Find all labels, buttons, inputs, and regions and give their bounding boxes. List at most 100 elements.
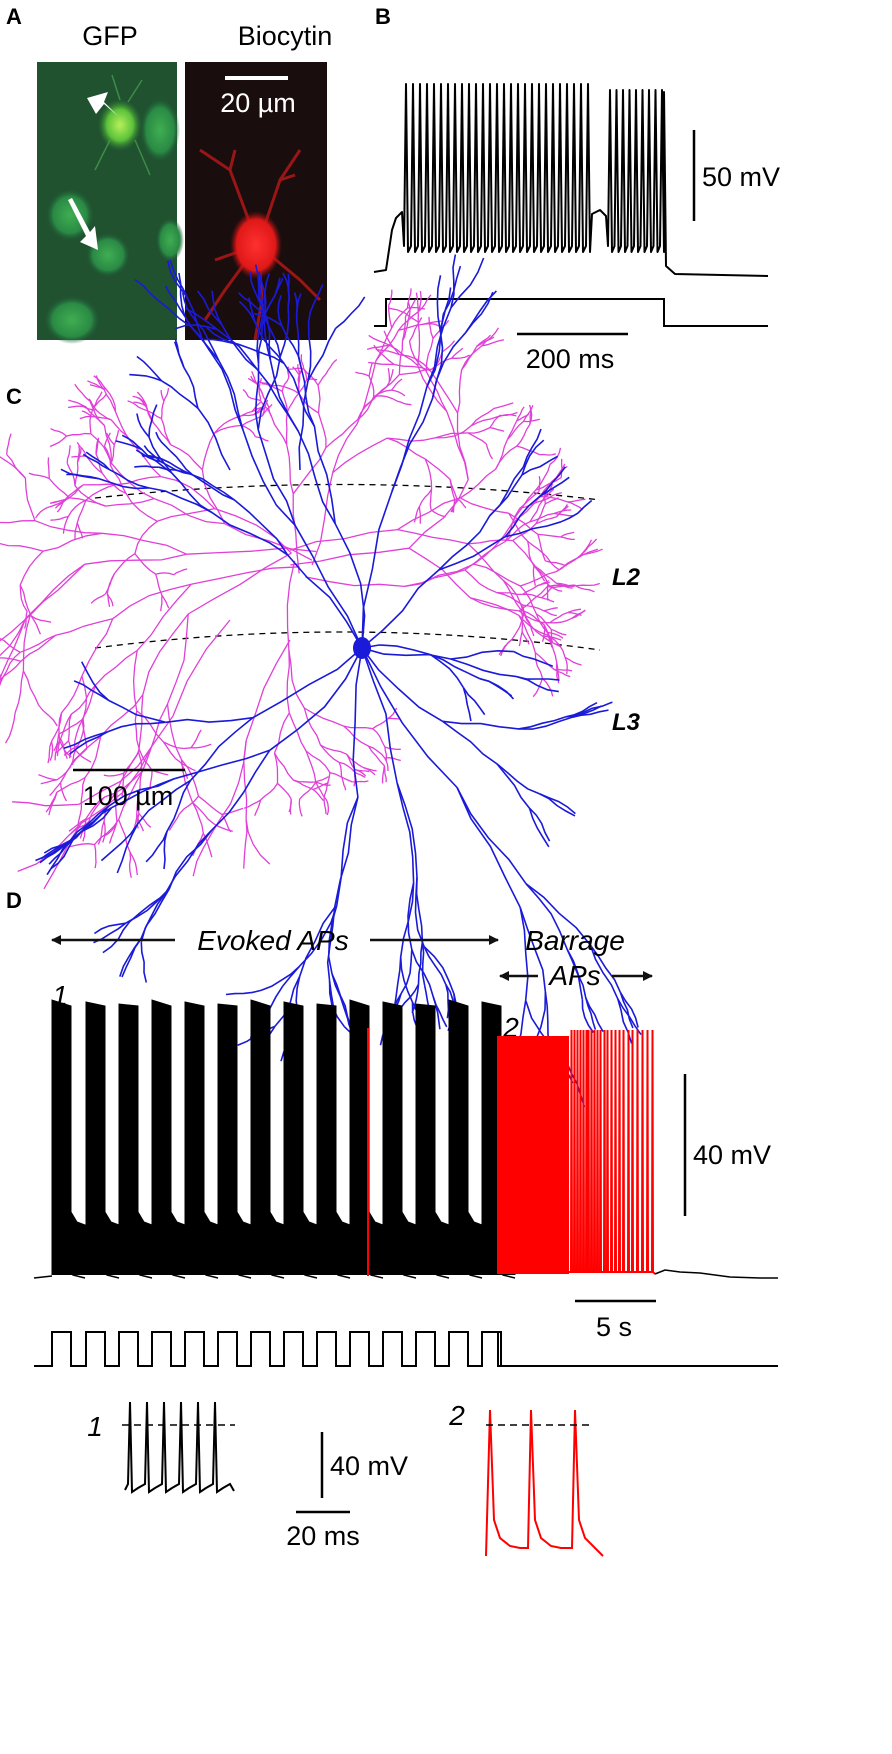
neurite-segment <box>424 458 451 480</box>
neurite-segment <box>418 488 433 507</box>
neurite-segment <box>286 393 299 413</box>
neurite-segment <box>516 424 531 447</box>
neurite-segment <box>162 741 182 764</box>
neurite-segment <box>22 614 31 671</box>
neurite-segment <box>55 618 113 636</box>
neurite-segment <box>504 496 540 538</box>
neurite-segment <box>553 512 574 517</box>
panel-a-label: A <box>6 4 22 29</box>
neurite-segment <box>335 296 366 329</box>
neurite-segment <box>173 341 185 368</box>
neurite-segment <box>95 649 138 686</box>
neurite-segment <box>2 651 21 678</box>
neurite-segment <box>317 385 321 413</box>
neurite-segment <box>68 399 87 408</box>
neurite-segment <box>49 435 67 448</box>
neurite-segment <box>136 813 140 829</box>
neurite-segment <box>388 368 394 383</box>
neurite-segment <box>479 677 515 700</box>
neurite-segment <box>180 762 196 772</box>
neurite-segment <box>268 383 283 392</box>
neurite-segment <box>300 354 305 370</box>
neurite-segment <box>401 316 407 342</box>
neurite-segment <box>502 579 522 611</box>
neurite-segment <box>50 428 67 437</box>
neurite-segment <box>132 650 138 711</box>
neurite-segment <box>166 613 189 705</box>
neurite-segment <box>0 456 26 479</box>
neurite-segment <box>173 568 188 576</box>
neurite-segment <box>40 779 57 785</box>
neurite-segment <box>198 795 223 815</box>
neurite-segment <box>153 497 225 525</box>
neurite-segment <box>214 424 243 434</box>
neurite-segment <box>43 822 82 890</box>
neurite-segment <box>59 713 72 739</box>
neurite-segment <box>438 536 506 571</box>
neurite-segment <box>135 449 161 463</box>
evoked-burst <box>151 999 186 1275</box>
inter-burst-baseline <box>104 1241 120 1279</box>
neurite-segment <box>0 542 44 552</box>
neurite-segment <box>390 378 403 391</box>
inter-burst-baseline <box>269 1241 285 1279</box>
neurite-segment <box>334 523 366 649</box>
neurite-segment <box>367 745 385 767</box>
neurite-segment <box>257 356 281 430</box>
neurite-segment <box>103 446 112 466</box>
neurite-segment <box>519 907 547 993</box>
neurite-segment <box>69 497 106 507</box>
neurite-segment <box>535 477 562 491</box>
neurite-segment <box>571 609 586 619</box>
neurite-segment <box>50 515 69 521</box>
neurite-segment <box>489 414 502 428</box>
neurite-segment <box>186 547 317 555</box>
neurite-segment <box>352 647 363 798</box>
neurite-segment <box>106 593 114 607</box>
neurite-segment <box>93 375 107 390</box>
neurite-segment <box>286 554 363 649</box>
inter-burst-baseline <box>368 1241 384 1279</box>
neurite-segment <box>160 390 165 402</box>
neurite-segment <box>404 569 466 588</box>
neurite-segment <box>519 907 529 1001</box>
neurite-segment <box>56 761 74 781</box>
biocytin-label: Biocytin <box>238 21 333 51</box>
neurite-segment <box>363 360 377 408</box>
evoked-burst <box>316 1003 351 1275</box>
neurite-segment <box>303 707 345 727</box>
neurite-segment <box>372 728 386 748</box>
neurite-segment <box>461 346 478 371</box>
neurite-segment <box>136 355 163 382</box>
neurite-segment <box>332 437 388 474</box>
evoked-burst <box>349 999 384 1275</box>
neurite-segment <box>518 631 523 647</box>
neurite-segment <box>298 799 303 817</box>
neurite-segment <box>298 905 338 968</box>
neurite-segment <box>105 432 115 446</box>
neurite-segment <box>439 287 452 331</box>
evoked-burst <box>250 999 285 1275</box>
neurite-segment <box>261 311 281 357</box>
neurite-segment <box>438 515 491 571</box>
neurite-segment <box>95 439 100 454</box>
neurite-segment <box>430 654 465 689</box>
neurite-segment <box>519 499 545 509</box>
neurite-segment <box>53 733 60 752</box>
neurite-segment <box>361 647 398 784</box>
neurite-segment <box>54 740 61 761</box>
neurite-segment <box>74 748 92 763</box>
neurite-segment <box>388 305 393 329</box>
neurite-segment <box>175 324 218 331</box>
neurite-segment <box>6 433 12 455</box>
neurite-segment <box>47 457 50 479</box>
neurite-segment <box>243 799 262 809</box>
biocytin-micrograph: 20 µm <box>185 62 327 341</box>
neurite-segment <box>391 307 408 329</box>
neurite-segment <box>94 819 120 845</box>
scale-label-200ms: 200 ms <box>526 344 615 374</box>
neurite-segment <box>213 417 236 434</box>
neurite-segment <box>296 321 302 367</box>
neurite-segment <box>95 409 112 421</box>
